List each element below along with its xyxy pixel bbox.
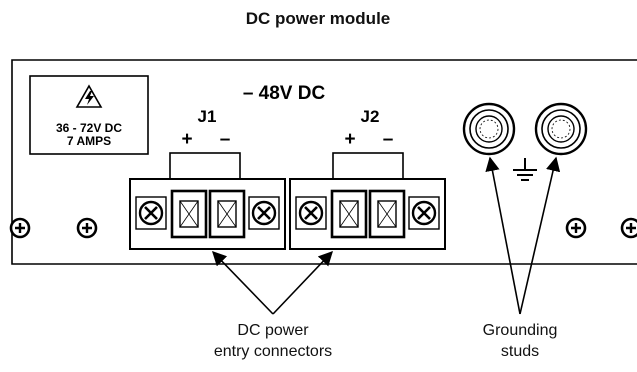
warning-label: 36 - 72V DC 7 AMPS xyxy=(29,75,149,155)
grounding-stud-left xyxy=(462,102,516,156)
connector-j2-right-screw xyxy=(408,196,440,230)
studs-callout-line2: studs xyxy=(501,343,539,360)
voltage-label: – 48V DC xyxy=(243,83,326,104)
connector-j1-plus: + xyxy=(181,129,192,150)
mounting-screw-left-outer xyxy=(9,217,31,239)
connectors-callout-line2: entry connectors xyxy=(214,343,332,360)
warning-voltage-range: 36 - 72V DC xyxy=(56,121,122,135)
connector-j1-minus: – xyxy=(220,129,231,150)
studs-callout-line1: Grounding xyxy=(483,322,558,339)
connector-j1-left-screw xyxy=(135,196,167,230)
connector-j2-minus: – xyxy=(383,129,394,150)
warning-amps: 7 AMPS xyxy=(67,134,111,148)
connector-j1-right-screw xyxy=(248,196,280,230)
mounting-screw-right-inner xyxy=(565,217,587,239)
ground-icon xyxy=(513,158,537,181)
grounding-stud-right xyxy=(534,102,588,156)
connector-callout-arrows xyxy=(211,250,333,315)
connector-j2-plus: + xyxy=(344,129,355,150)
high-voltage-warning-icon xyxy=(75,84,103,108)
connector-j2-left-screw xyxy=(295,196,327,230)
connector-j1 xyxy=(129,152,286,250)
connector-j2-terminal-plus xyxy=(330,189,368,239)
connector-j1-label: J1 xyxy=(198,107,217,126)
mounting-screw-right-outer xyxy=(620,217,637,239)
connector-j1-terminal-minus xyxy=(208,189,246,239)
connector-j2-label: J2 xyxy=(361,107,380,126)
connector-j2 xyxy=(289,152,446,250)
mounting-screw-left-inner xyxy=(76,217,98,239)
connector-j1-terminal-plus xyxy=(170,189,208,239)
connectors-callout-line1: DC power xyxy=(237,322,309,339)
figure-title: DC power module xyxy=(246,9,391,28)
connector-j2-terminal-minus xyxy=(368,189,406,239)
studs-callout-arrows xyxy=(485,156,561,315)
